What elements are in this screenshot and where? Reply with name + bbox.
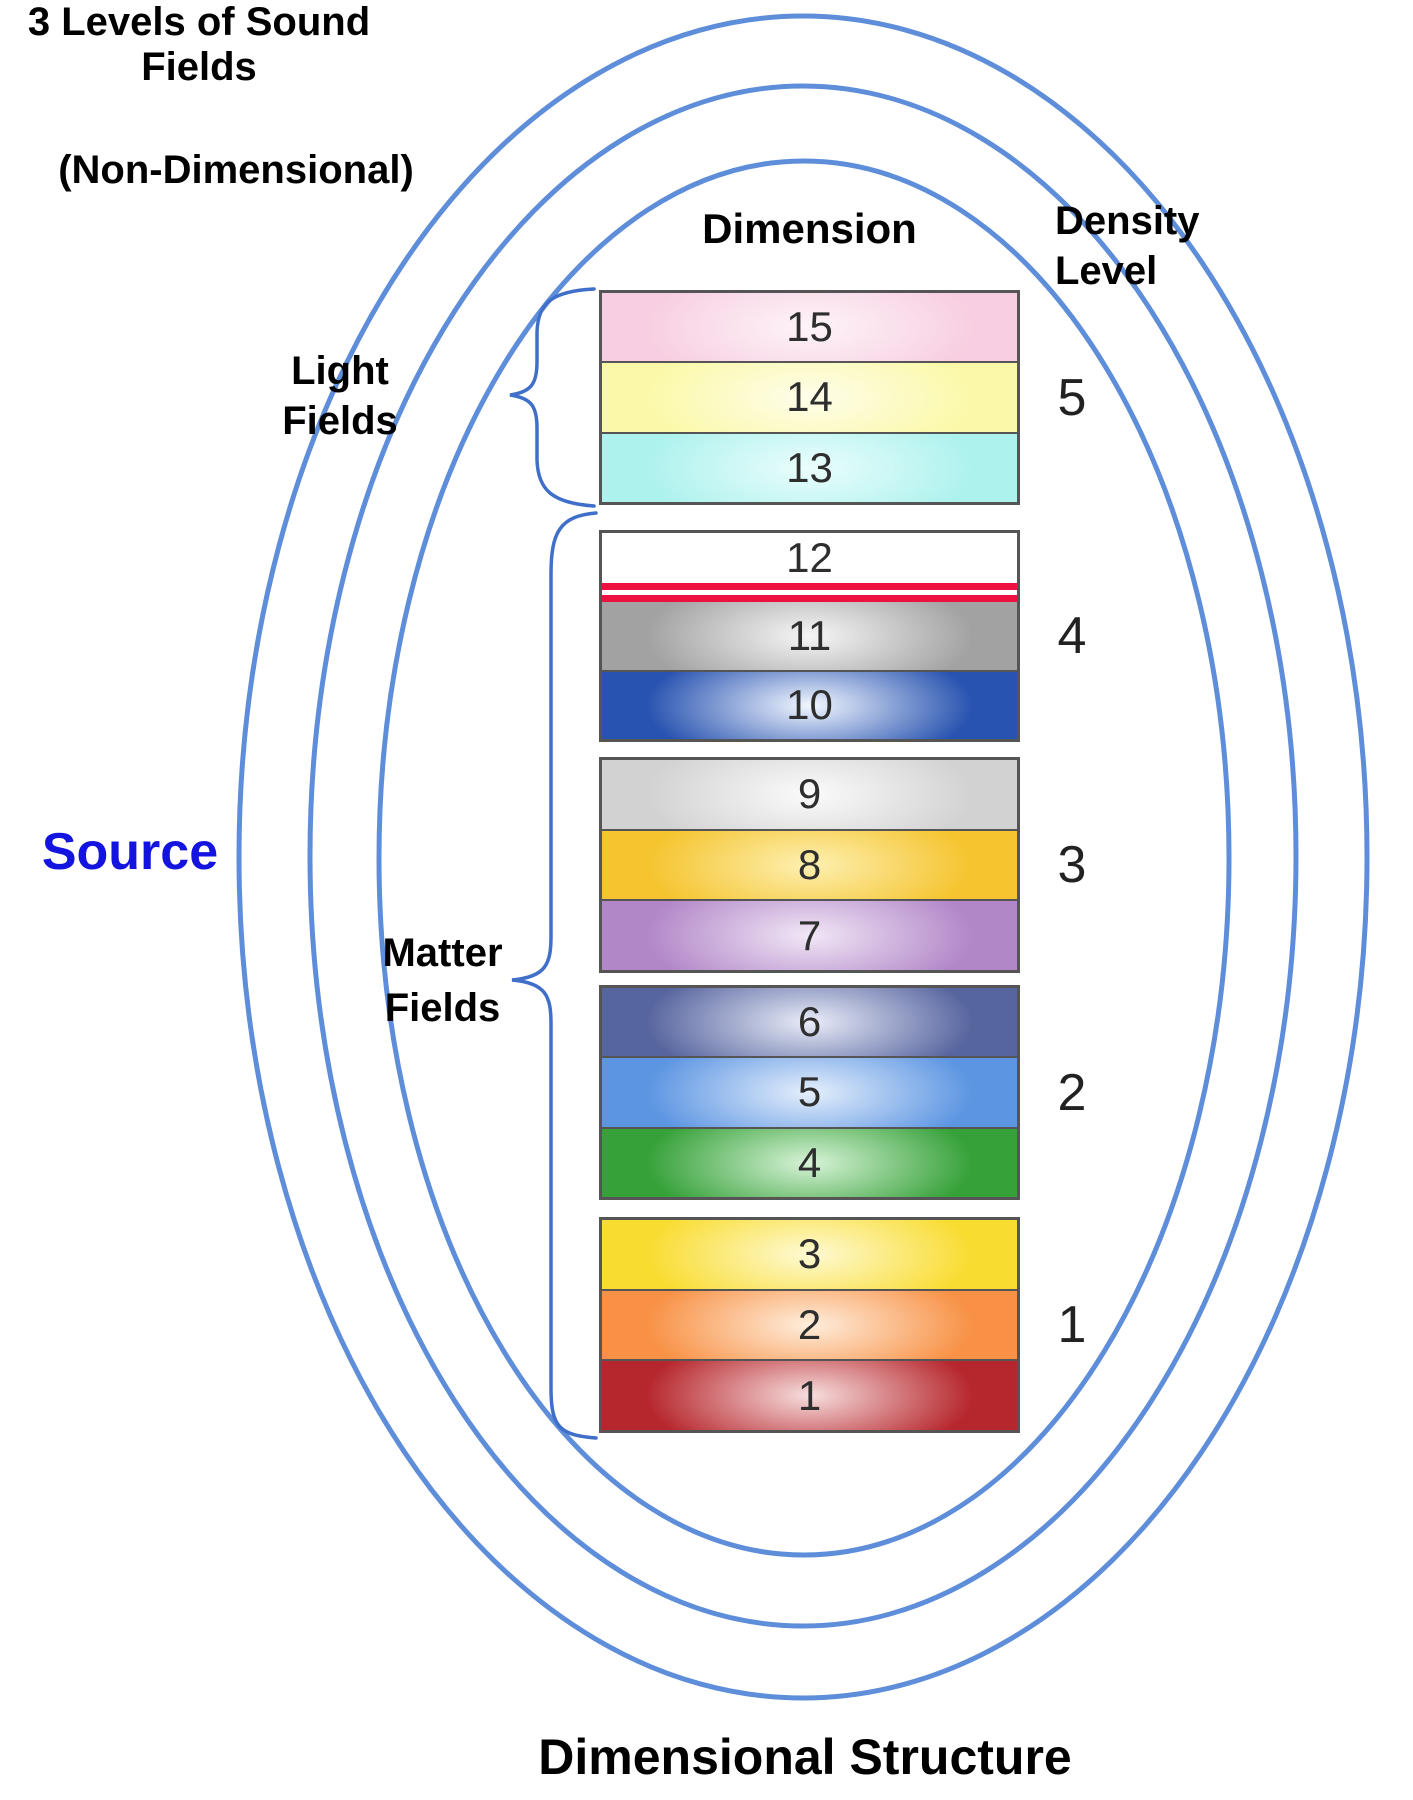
density-level-number-5: 5 (1057, 368, 1087, 427)
dimension-bar-13: 13 (602, 431, 1017, 502)
dimension-bar-7: 7 (602, 899, 1017, 971)
density-level-column-header: Density Level (1055, 196, 1255, 296)
density-header-line2: Level (1055, 249, 1158, 293)
source-label: Source (41, 823, 219, 881)
dimension-bar-label: 1 (797, 1371, 822, 1419)
light-fields-line2: Fields (282, 399, 398, 443)
red-divider-line (602, 583, 1017, 590)
dimension-bar-label: 4 (797, 1138, 822, 1186)
dimension-bar-11: 11 (602, 602, 1017, 670)
matter-fields-label: Matter Fields (355, 926, 530, 1036)
light-fields-brace (509, 287, 596, 508)
dimension-bar-label: 8 (797, 841, 822, 888)
dimension-bar-label: 11 (787, 611, 832, 659)
density-group-1: 3 2 1 (599, 1217, 1020, 1433)
dimension-bar-label: 12 (786, 534, 833, 581)
sound-field-ring-inner (376, 158, 1232, 1558)
dimension-bar-label: 3 (797, 1230, 822, 1278)
dimension-bar-8: 8 (602, 828, 1017, 900)
dimension-bar-3: 3 (602, 1220, 1017, 1289)
density-level-number-1: 1 (1057, 1296, 1087, 1354)
bottom-title: Dimensional Structure (538, 1729, 1072, 1785)
dimension-bar-4: 4 (602, 1126, 1017, 1197)
dimension-bar-label: 14 (786, 373, 833, 421)
dimension-bar-label: 10 (786, 681, 833, 729)
dimension-bar-1: 1 (602, 1359, 1017, 1431)
dimension-bar-label: 5 (797, 1068, 822, 1116)
density-group-5: 15 14 13 (599, 290, 1020, 505)
red-divider-line (602, 595, 1017, 602)
matter-fields-brace (511, 511, 598, 1440)
sound-field-ring-middle (307, 83, 1299, 1629)
density-group-3: 9 8 7 (599, 757, 1020, 973)
sound-field-ring-outer (236, 13, 1370, 1701)
dimension-bar-label: 15 (786, 303, 833, 351)
top-title-line1: 3 Levels of Sound Fields (27, 0, 371, 89)
dimension-bar-9: 9 (602, 760, 1017, 829)
top-title-line2: (Non-Dimensional) (58, 148, 414, 192)
dimension-bar-5: 5 (602, 1056, 1017, 1127)
matter-fields-line2: Fields (384, 986, 501, 1030)
density-header-line1: Density (1055, 199, 1200, 243)
density-level-number-2: 2 (1057, 1063, 1087, 1122)
dimension-bar-15: 15 (602, 293, 1017, 362)
red-divider-gap (602, 590, 1017, 595)
dimension-column-header: Dimension (702, 205, 917, 252)
dimension-bar-14: 14 (602, 361, 1017, 432)
dimension-bar-12: 12 (602, 533, 1017, 583)
density-level-number-4: 4 (1057, 607, 1087, 665)
matter-fields-line1: Matter (382, 931, 503, 975)
dimension-bar-label: 2 (797, 1301, 822, 1348)
light-fields-label: Light Fields (255, 346, 425, 446)
dimension-bar-2: 2 (602, 1288, 1017, 1360)
density-level-number-3: 3 (1057, 836, 1087, 894)
density-group-4: 12 11 10 (599, 530, 1020, 742)
dimension-bar-label: 9 (797, 770, 822, 818)
dimension-bar-label: 7 (797, 911, 822, 959)
light-fields-line1: Light (291, 349, 389, 393)
dimension-bar-10: 10 (602, 669, 1017, 739)
density-group-2: 6 5 4 (599, 985, 1020, 1200)
dimension-bar-6: 6 (602, 988, 1017, 1057)
dimension-bar-label: 13 (786, 443, 833, 491)
dimension-bar-label: 6 (797, 998, 822, 1046)
